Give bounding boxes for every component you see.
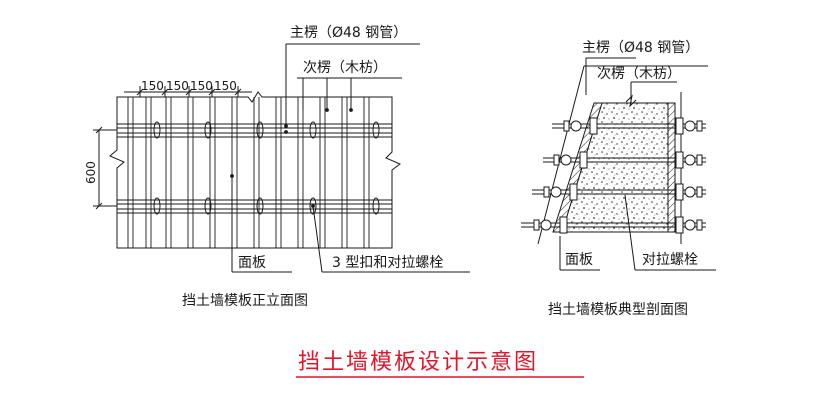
elevation-caption: 挡土墙模板正立面图 bbox=[182, 293, 308, 309]
elevation-bolt-label: 3 型扣和对拉螺栓 bbox=[332, 255, 443, 271]
section-main-beams bbox=[540, 120, 696, 231]
section-bolt-label: 对拉螺栓 bbox=[642, 252, 698, 268]
elevation-panel-label: 面板 bbox=[238, 255, 266, 271]
section-panel-label: 面板 bbox=[565, 252, 593, 268]
elevation-drawing bbox=[93, 43, 470, 273]
dim-150-2: 150 bbox=[166, 79, 189, 93]
section-caption: 挡土墙模板典型剖面图 bbox=[548, 302, 688, 318]
elevation-main-beam-label: 主楞（Ø48 钢管） bbox=[290, 25, 407, 41]
dim-150-1: 150 bbox=[141, 79, 164, 93]
elevation-secondary-beam-label: 次楞（木枋） bbox=[303, 60, 387, 76]
tie-bolts-elevation bbox=[153, 121, 380, 215]
elevation-side-dimension: 600 bbox=[84, 161, 98, 184]
section-drawing bbox=[521, 57, 716, 271]
main-beam-top bbox=[117, 123, 392, 138]
dim-150-4: 150 bbox=[214, 79, 237, 93]
section-secondary-beams bbox=[559, 117, 684, 234]
section-secondary-beam-label: 次楞（木枋） bbox=[597, 66, 681, 82]
main-beam-bottom bbox=[117, 199, 392, 214]
section-nuts bbox=[533, 120, 703, 231]
section-main-beam-label: 主楞（Ø48 钢管） bbox=[582, 40, 699, 56]
diagram-title: 挡土墙模板设计示意图 bbox=[298, 350, 538, 375]
elevation-top-dimensions: 150 150 150 150 bbox=[141, 79, 237, 93]
secondary-beams-vertical bbox=[127, 97, 370, 248]
dim-150-3: 150 bbox=[190, 79, 213, 93]
